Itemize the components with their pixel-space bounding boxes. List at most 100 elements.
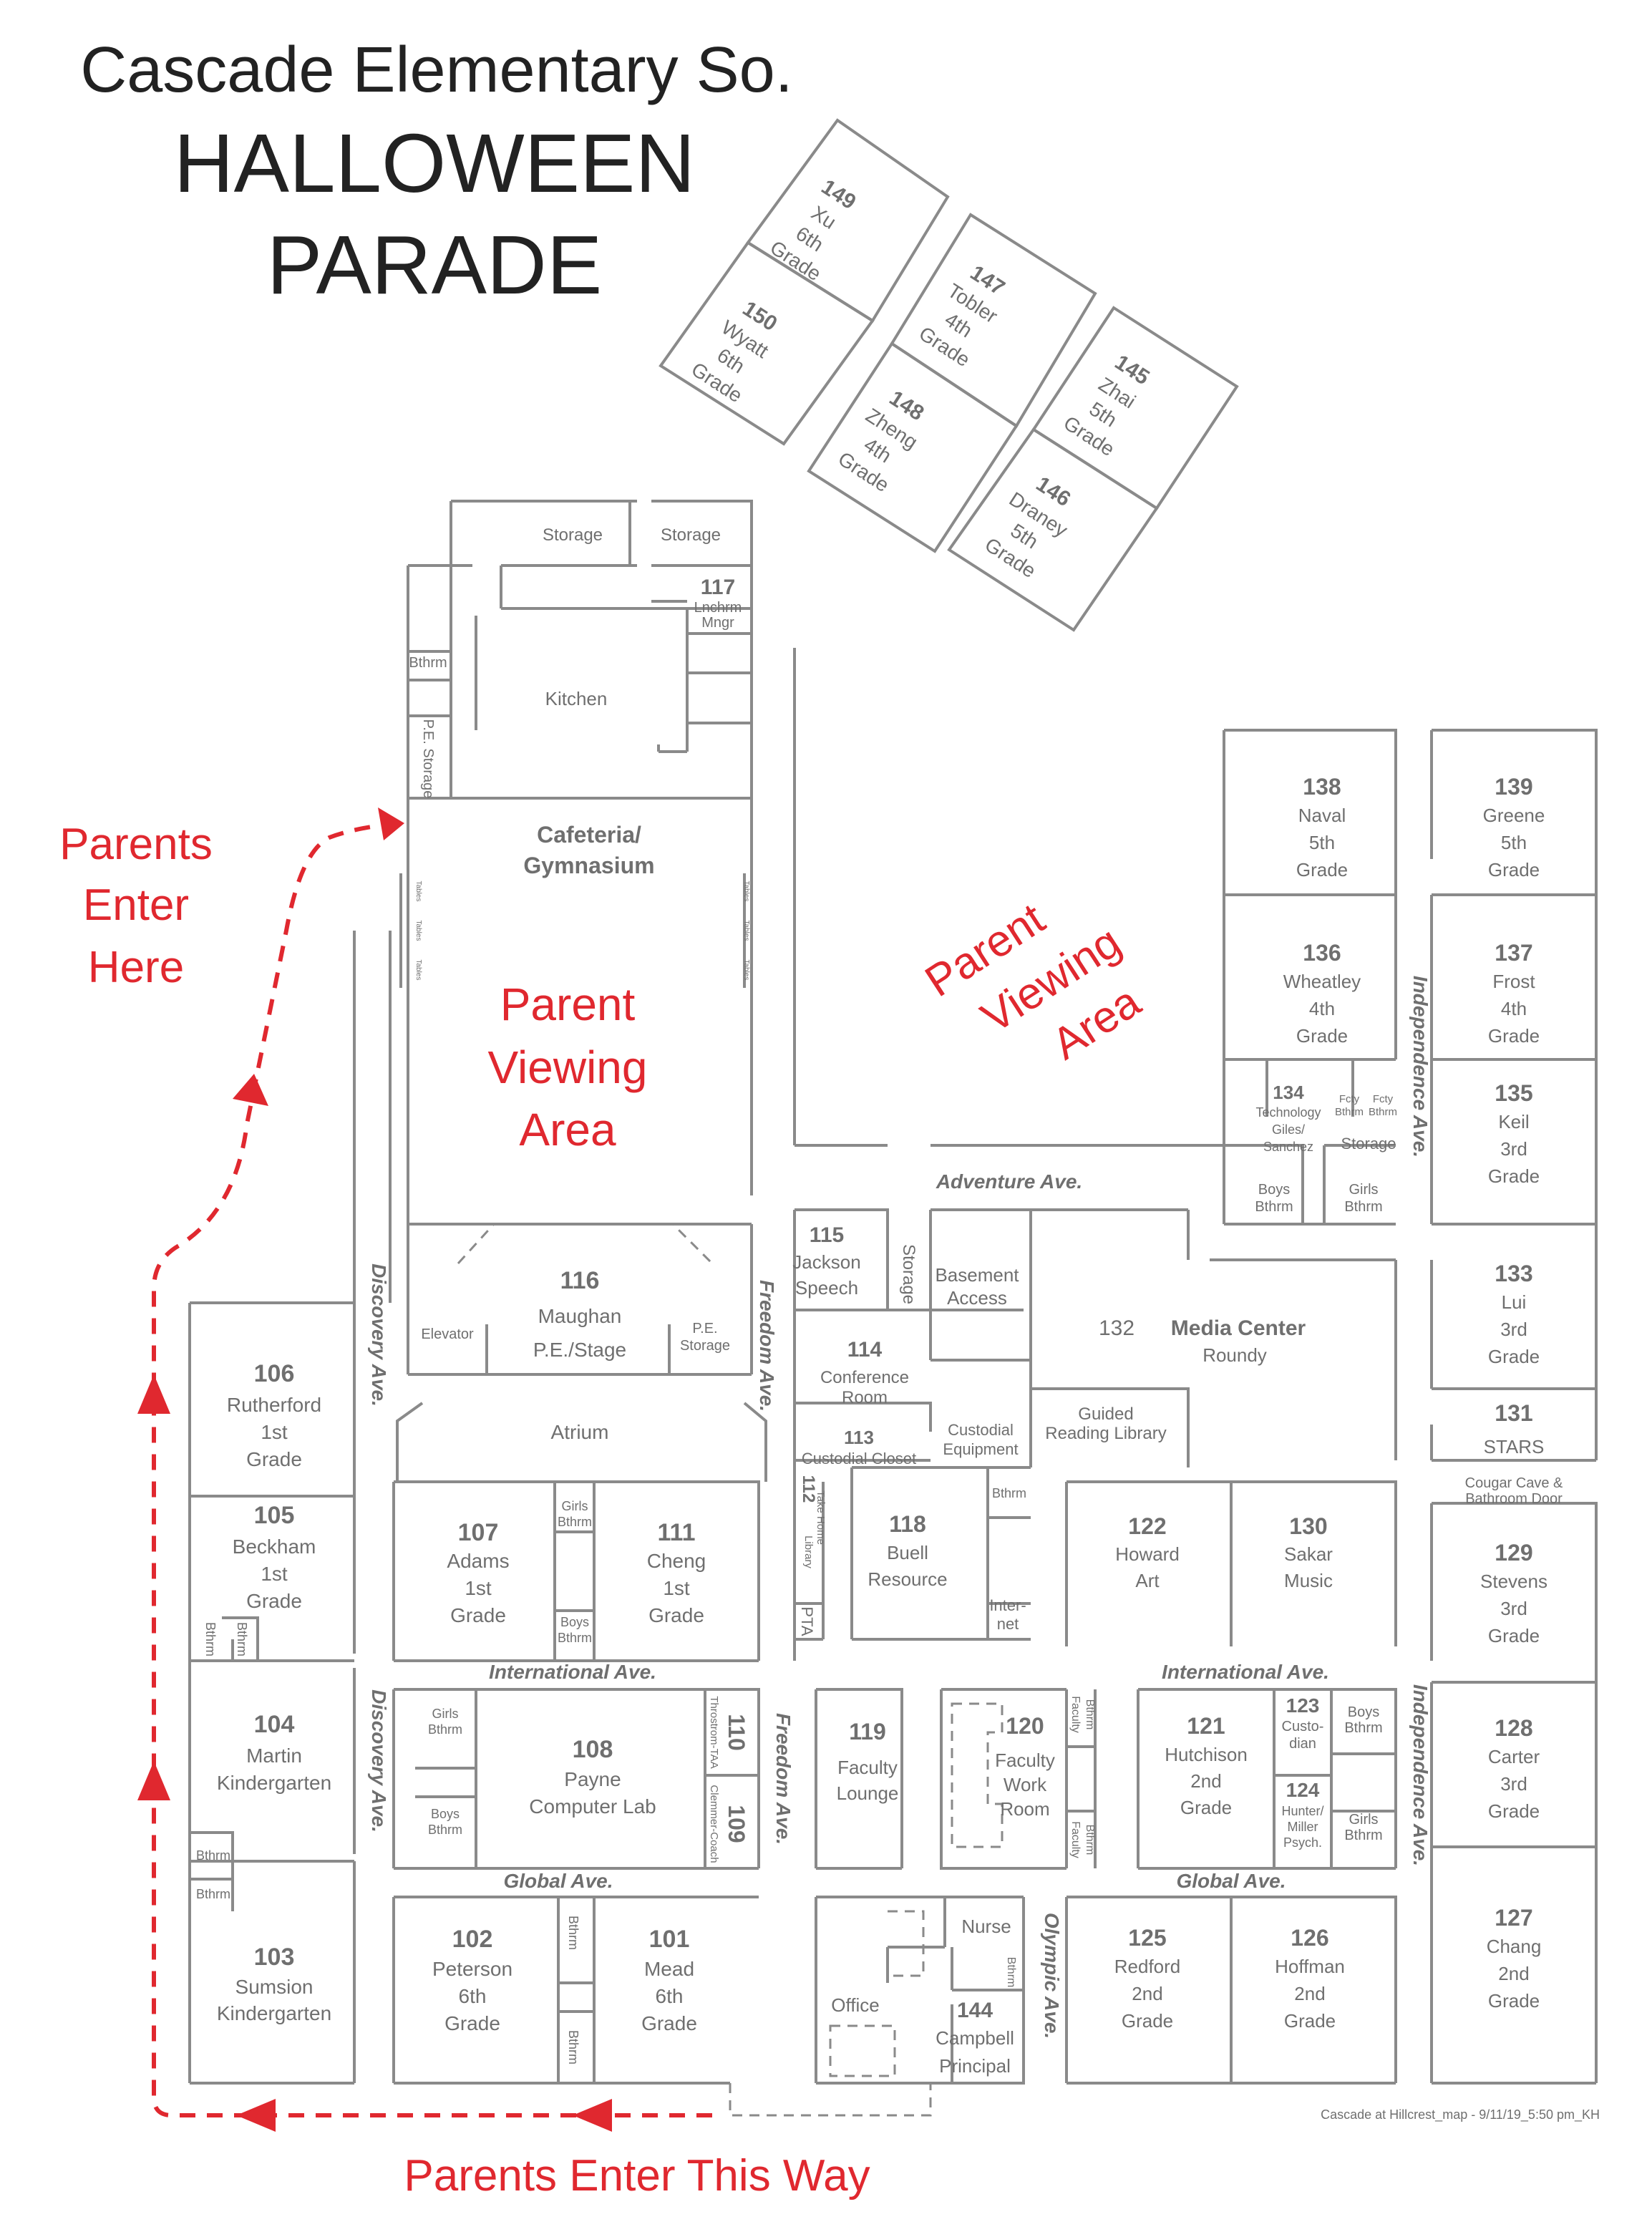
svg-text:Faculty: Faculty	[1069, 1696, 1082, 1733]
room-132: 132 Media Center Roundy	[1099, 1316, 1306, 1366]
room-faculty-bthrm-a: Faculty Bthrm	[1069, 1696, 1096, 1733]
room-133: 133 Lui 3rd Grade	[1488, 1261, 1540, 1367]
room-104: 104 Martin Kindergarten	[217, 1711, 331, 1794]
svg-text:2nd: 2nd	[1294, 1983, 1325, 2004]
title-line-1: Cascade Elementary So.	[80, 34, 793, 106]
room-103: 103 Sumsion Kindergarten	[217, 1944, 331, 2024]
room-fcty-bthrm-a: Fcty Bthrm	[1335, 1093, 1364, 1118]
room-elevator: Elevator	[421, 1326, 474, 1342]
room-114: 114 Conference Room	[820, 1338, 909, 1407]
svg-text:Take Home: Take Home	[815, 1490, 827, 1545]
route-arrow-left-low	[137, 1761, 170, 1800]
svg-text:Bthrm: Bthrm	[1084, 1699, 1096, 1730]
room-120: 120 Faculty Work Room	[995, 1713, 1055, 1820]
room-127: 127 Chang 2nd Grade	[1487, 1905, 1542, 2012]
svg-text:Boys: Boys	[431, 1807, 460, 1821]
svg-text:106: 106	[254, 1360, 295, 1387]
svg-text:Clemmer-Coach: Clemmer-Coach	[708, 1785, 720, 1863]
svg-text:112: 112	[799, 1475, 818, 1503]
room-tables-c: Tables	[414, 960, 422, 981]
svg-text:Bthrm: Bthrm	[428, 1823, 462, 1837]
svg-text:110: 110	[724, 1714, 749, 1751]
svg-text:Parents: Parents	[59, 820, 213, 869]
hallway-labels: Adventure Ave. Discovery Ave. Discovery …	[368, 976, 1432, 2039]
label-parents-enter-this-way: Parents Enter This Way	[404, 2151, 870, 2201]
room-pe-storage-stage: P.E. Storage	[680, 1321, 730, 1354]
room-137: 137 Frost 4th Grade	[1488, 940, 1540, 1047]
route-arrow-bottom-right	[573, 2099, 612, 2132]
room-fcty-bthrm-b: Fcty Bthrm	[1369, 1093, 1397, 1118]
title-line-3: PARADE	[267, 218, 602, 311]
room-144: 144 Campbell Principal	[936, 1999, 1014, 2077]
room-storage-115: Storage	[899, 1244, 918, 1304]
svg-text:Sanchez: Sanchez	[1263, 1140, 1313, 1154]
svg-text:Media Center: Media Center	[1171, 1316, 1306, 1340]
svg-text:Faculty: Faculty	[837, 1757, 898, 1778]
svg-text:Greene: Greene	[1483, 805, 1545, 826]
svg-text:Grade: Grade	[1488, 1025, 1540, 1047]
room-149: 149 Xu 6th Grade	[767, 175, 860, 285]
svg-text:108: 108	[573, 1736, 613, 1763]
hall-discovery-lower: Discovery Ave.	[368, 1689, 390, 1833]
svg-text:102: 102	[452, 1926, 493, 1953]
svg-text:Bthrm: Bthrm	[428, 1722, 462, 1737]
svg-text:Bthrm: Bthrm	[1335, 1106, 1364, 1118]
svg-text:Sakar: Sakar	[1284, 1543, 1333, 1565]
svg-text:P.E./Stage: P.E./Stage	[533, 1339, 626, 1361]
room-kitchen: Kitchen	[545, 688, 608, 709]
room-134: 134 Technology Giles/ Sanchez	[1255, 1082, 1321, 1154]
svg-text:117: 117	[701, 576, 735, 599]
svg-text:Grade: Grade	[1180, 1797, 1232, 1818]
room-bthrm-102b: Bthrm	[566, 2030, 580, 2064]
svg-text:Resource: Resource	[868, 1568, 947, 1590]
svg-text:Beckham: Beckham	[233, 1535, 316, 1558]
svg-text:STARS: STARS	[1484, 1436, 1545, 1457]
svg-text:Carter: Carter	[1488, 1746, 1540, 1767]
svg-text:Lui: Lui	[1502, 1291, 1527, 1313]
svg-text:Art: Art	[1135, 1570, 1160, 1591]
svg-text:138: 138	[1303, 774, 1341, 800]
room-girls-bthrm-107: Girls Bthrm	[558, 1499, 592, 1529]
svg-text:Equipment: Equipment	[943, 1440, 1018, 1458]
room-nurse: Nurse	[961, 1916, 1011, 1937]
room-bthrm-105b: Bthrm	[235, 1622, 249, 1656]
svg-text:Lounge: Lounge	[837, 1782, 899, 1804]
room-cougar-cave: Cougar Cave & Bathroom Door	[1465, 1475, 1563, 1507]
svg-text:Boys: Boys	[1258, 1182, 1290, 1198]
room-tables-d: Tables	[742, 881, 750, 902]
svg-text:Bthrm: Bthrm	[1084, 1825, 1096, 1855]
label-parents-enter-here: Parents Enter Here	[59, 820, 213, 992]
svg-text:2nd: 2nd	[1190, 1770, 1221, 1792]
room-125: 125 Redford 2nd Grade	[1114, 1925, 1181, 2032]
room-131: 131 STARS	[1484, 1400, 1545, 1457]
svg-text:132: 132	[1099, 1316, 1134, 1340]
svg-text:137: 137	[1495, 940, 1532, 966]
svg-text:Bthrm: Bthrm	[1344, 1828, 1382, 1843]
svg-text:130: 130	[1289, 1513, 1327, 1539]
room-116: 116 Maughan P.E./Stage	[533, 1267, 626, 1361]
svg-text:Frost: Frost	[1492, 971, 1535, 992]
room-pta: PTA	[798, 1606, 816, 1636]
room-bthrm-105a: Bthrm	[203, 1622, 218, 1656]
svg-text:Conference: Conference	[820, 1368, 909, 1387]
svg-text:Storage: Storage	[680, 1338, 730, 1354]
svg-text:113: 113	[844, 1427, 874, 1448]
svg-text:Guided: Guided	[1078, 1404, 1133, 1424]
room-145: 145 Zhai 5th Grade	[1060, 350, 1154, 460]
svg-text:Bthrm: Bthrm	[1344, 1720, 1382, 1736]
room-109: 109 Clemmer-Coach	[708, 1785, 749, 1863]
room-girls-bthrm-124: Girls Bthrm	[1344, 1812, 1382, 1843]
route-arrow-diagonal	[233, 1074, 268, 1106]
svg-text:Basement: Basement	[935, 1264, 1019, 1286]
svg-text:128: 128	[1495, 1715, 1532, 1741]
svg-text:114: 114	[847, 1338, 883, 1362]
svg-text:Bthrm: Bthrm	[1344, 1199, 1382, 1215]
hall-international-right: International Ave.	[1162, 1661, 1329, 1683]
svg-text:Campbell: Campbell	[936, 2027, 1014, 2049]
svg-text:Technology: Technology	[1255, 1105, 1321, 1120]
svg-text:Girls: Girls	[562, 1499, 588, 1513]
svg-text:Music: Music	[1284, 1570, 1333, 1591]
room-111: 111 Cheng 1st Grade	[647, 1519, 706, 1626]
svg-text:Cafeteria/: Cafeteria/	[537, 822, 641, 848]
room-101: 101 Mead 6th Grade	[641, 1926, 697, 2034]
